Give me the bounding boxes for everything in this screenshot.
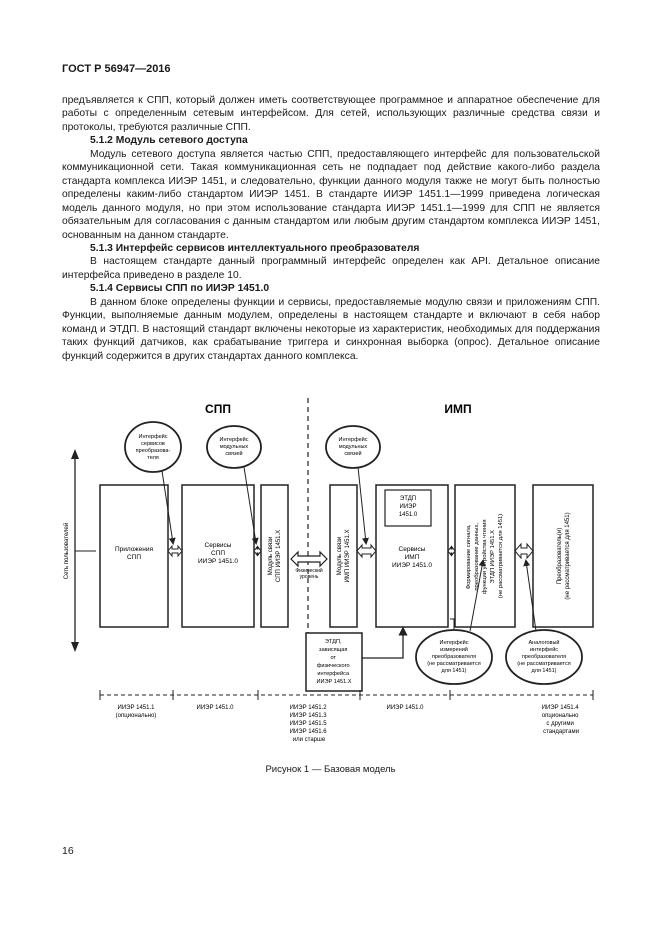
figure-caption: Рисунок 1 — Базовая модель xyxy=(265,764,396,775)
arrow-app-services xyxy=(167,544,183,558)
heading-5-1-4: 5.1.4 Сервисы СПП по ИИЭР 1451.0 xyxy=(90,283,270,295)
footer-ieee-1451-0-imp: ИИЭР 1451.0 xyxy=(387,705,425,711)
paragraph-spp-services: В данном блоке определены функции и серв… xyxy=(62,296,600,362)
etdp-block xyxy=(384,489,432,527)
spp-applications-block xyxy=(99,484,169,628)
paragraph-continuation: предъявляется к СПП, который должен имет… xyxy=(62,95,600,133)
user-network-label: Сеть пользователей xyxy=(63,523,70,579)
paragraph-network-module: Модуль сетевого доступа является частью … xyxy=(62,148,600,241)
paragraph-api: В настоящем стандарте данный программный… xyxy=(62,256,600,281)
transducers-block xyxy=(532,484,594,628)
module-comm-interface-spp-bubble xyxy=(206,425,262,469)
arrow-services-comm xyxy=(253,545,262,557)
svg-text:ЭТДП, зависящая от: ЭТДП, зависящая от физического интерфейс… xyxy=(316,639,351,685)
svg-text:Преобразователь(и)(не рассматр: Преобразователь(и)(не рассматривается дл… xyxy=(557,512,571,599)
right-title: ИМП xyxy=(444,402,471,416)
etdp-physical-interface-block xyxy=(305,632,363,692)
spp-services-block xyxy=(181,484,255,628)
heading-5-1-3: 5.1.3 Интерфейс сервисов интеллектуально… xyxy=(90,242,420,254)
arrow-signal-transducers xyxy=(514,542,534,560)
footer-ieee-1451-4: ИИЭР 1451.4 опционально с другими станда… xyxy=(542,705,581,735)
footer-ieee-1451-0-spp: ИИЭР 1451.0 xyxy=(197,705,235,711)
transducer-services-interface-bubble xyxy=(124,421,182,473)
svg-text:Формирование сигнала, прео: Формирование сигнала, преобразование дан… xyxy=(466,514,504,598)
arrow-imp-signal xyxy=(447,545,456,557)
left-title: СПП xyxy=(205,402,231,416)
signal-conditioning-block xyxy=(454,484,516,628)
spp-comm-module-block xyxy=(260,484,289,628)
module-comm-interface-imp-bubble xyxy=(325,425,381,469)
footer-ieee-1451-1: ИИЭР 1451.1(опционально) xyxy=(116,705,157,719)
physical-level-arrow xyxy=(290,550,328,568)
imp-comm-module-block xyxy=(329,484,358,628)
heading-5-1-2: 5.1.2 Модуль сетевого доступа xyxy=(90,135,248,147)
footer-ieee-1451-x: ИИЭР 1451.2 ИИЭР 1451.3 ИИЭР 1451.5 ИИЭР… xyxy=(290,705,329,743)
arrow-comm-imp-services xyxy=(356,543,377,559)
document-header: ГОСТ Р 56947—2016 xyxy=(62,63,171,75)
body-text: предъявляется к СПП, который должен имет… xyxy=(62,94,600,363)
page-number: 16 xyxy=(62,845,74,857)
analog-transducer-interface-bubble xyxy=(505,629,583,685)
